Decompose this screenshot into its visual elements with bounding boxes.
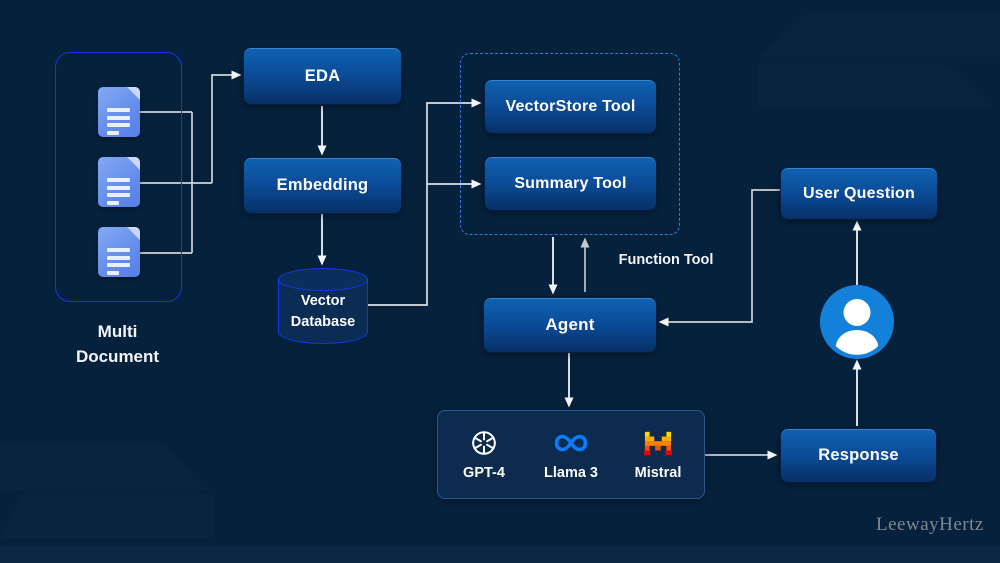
llm-models-box: GPT-4 Llama 3: [437, 410, 705, 499]
llm-model-label: Mistral: [634, 465, 682, 481]
node-eda-label: EDA: [304, 66, 341, 85]
user-question-label: User Question: [803, 184, 915, 202]
multi-document-container: [55, 52, 182, 302]
llm-model-mistral: Mistral: [617, 428, 699, 481]
connector-user-question-to-agent: [658, 189, 780, 327]
page-fold: [127, 87, 140, 100]
decor-bottom-left-2: [0, 494, 213, 538]
user-avatar-icon: [820, 285, 894, 359]
node-eda: EDA: [243, 47, 402, 105]
tools-group-outline: [460, 53, 680, 235]
node-vectorstore-tool: VectorStore Tool: [484, 79, 657, 134]
cylinder-lid: [278, 268, 368, 291]
node-agent: Agent: [483, 297, 657, 353]
llm-model-gpt4: GPT-4: [443, 428, 525, 481]
node-response: Response: [780, 428, 937, 483]
node-summary-tool: Summary Tool: [484, 156, 657, 211]
decor-top-right-1: [760, 13, 1000, 57]
node-embedding-label: Embedding: [276, 176, 369, 194]
document-icon: [98, 87, 140, 137]
document-icon: [98, 227, 140, 277]
llm-model-label: GPT-4: [463, 465, 505, 481]
connector-vectordb-to-vectorstore-tool: [368, 98, 482, 306]
vector-database-label: Vector Database: [290, 293, 356, 331]
meta-icon: [553, 428, 589, 458]
page-fold: [127, 227, 140, 240]
multi-document-label: Multi Document: [75, 322, 160, 366]
node-embedding: Embedding: [243, 157, 402, 214]
decor-top-right-2: [758, 65, 993, 108]
vectorstore-tool-label: VectorStore Tool: [505, 97, 636, 115]
llm-model-llama3: Llama 3: [530, 428, 612, 481]
mistral-icon: [644, 428, 672, 458]
agent-label: Agent: [545, 315, 595, 334]
response-label: Response: [818, 446, 899, 464]
brand-watermark: LeewayHertz: [876, 514, 984, 535]
vector-database-cylinder: Vector Database: [278, 268, 368, 344]
node-user-question: User Question: [780, 167, 938, 220]
function-tool-label: Function Tool: [618, 252, 714, 268]
summary-tool-label: Summary Tool: [514, 174, 627, 192]
decor-bottom-left-1: [0, 443, 206, 491]
connector-documents-to-eda: [140, 75, 232, 254]
llm-model-label: Llama 3: [544, 465, 598, 481]
openai-icon: [470, 428, 498, 458]
page-fold: [127, 157, 140, 170]
document-icon: [98, 157, 140, 207]
